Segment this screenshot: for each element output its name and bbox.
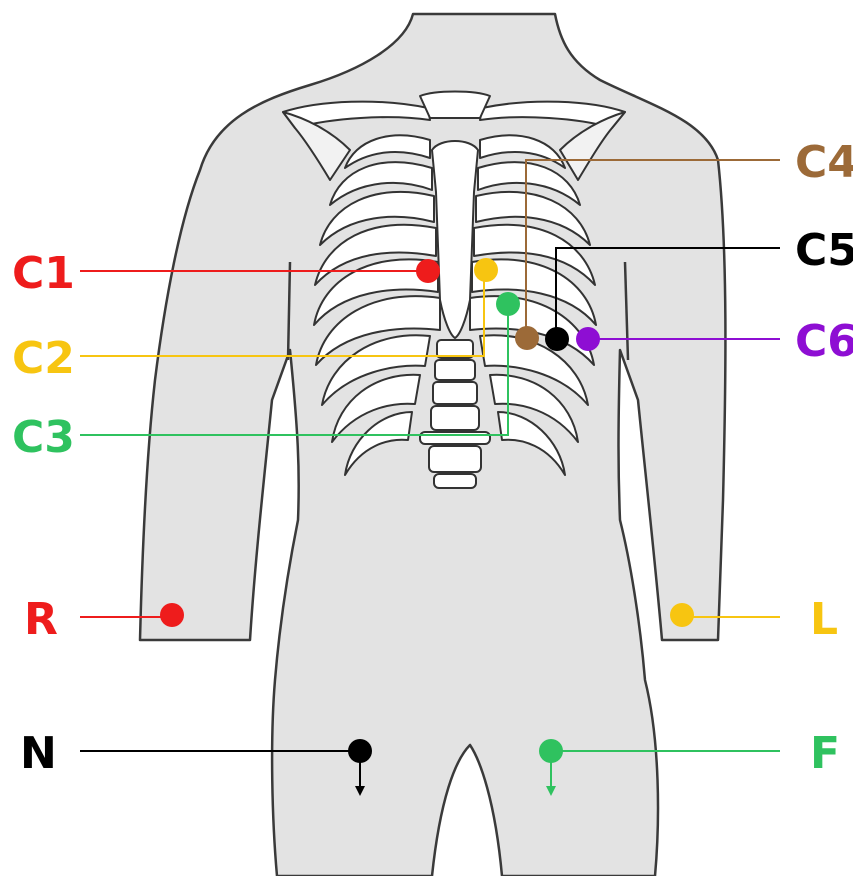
electrode-n — [348, 739, 372, 763]
label-c6: C6 — [795, 316, 853, 367]
electrode-c2 — [474, 258, 498, 282]
vertebra — [431, 406, 479, 430]
electrode-c5 — [545, 327, 569, 351]
label-c4: C4 — [795, 137, 853, 188]
electrode-r — [160, 603, 184, 627]
electrode-c4 — [515, 326, 539, 350]
label-c5: C5 — [795, 225, 853, 276]
rib-cage — [283, 92, 625, 489]
label-n: N — [20, 728, 57, 779]
electrode-c1 — [416, 259, 440, 283]
vertebra — [433, 382, 477, 404]
electrode-f — [539, 739, 563, 763]
vertebra — [435, 360, 475, 380]
label-r: R — [24, 594, 58, 645]
vertebra — [420, 432, 490, 444]
electrode-l — [670, 603, 694, 627]
electrode-c3 — [496, 292, 520, 316]
vertebra — [429, 446, 481, 472]
label-l: L — [810, 594, 838, 645]
label-c3: C3 — [12, 412, 75, 463]
vertebra — [434, 474, 476, 488]
electrode-c6 — [576, 327, 600, 351]
manubrium — [420, 92, 490, 119]
label-c2: C2 — [12, 333, 75, 384]
label-c1: C1 — [12, 248, 75, 299]
label-f: F — [810, 728, 840, 779]
